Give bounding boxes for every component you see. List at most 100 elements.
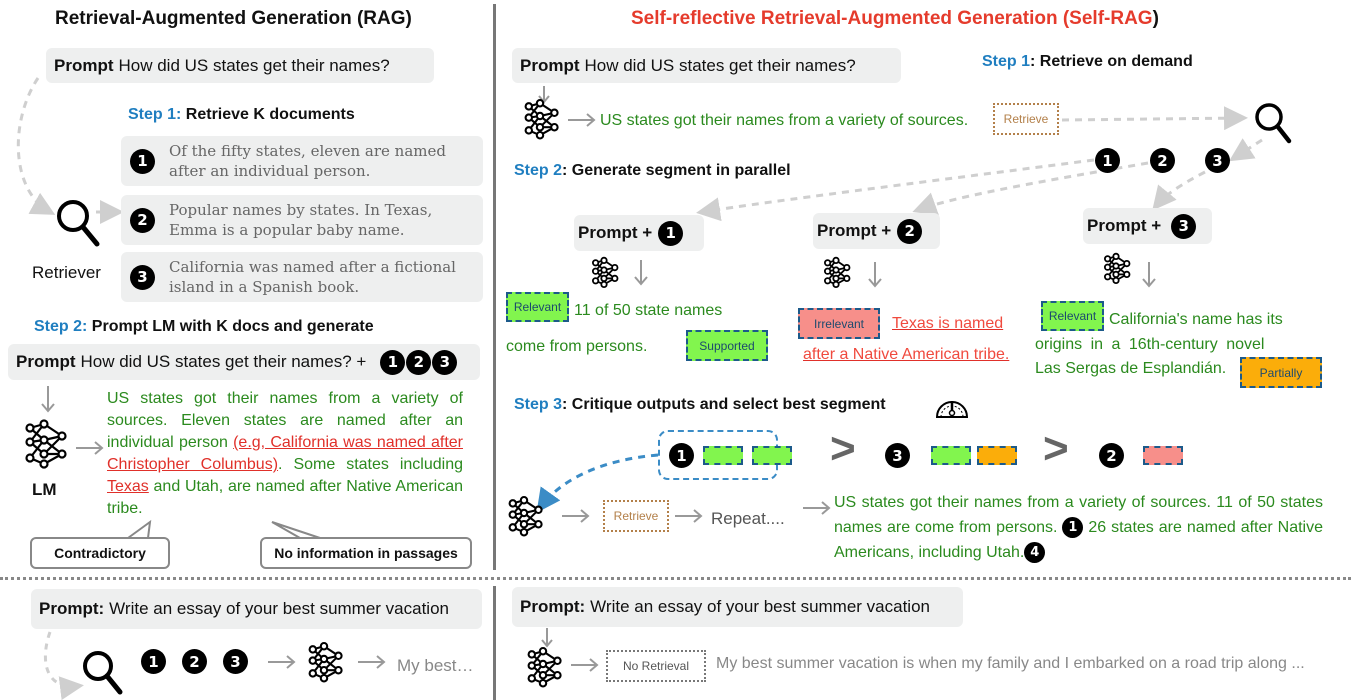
citation-num: 4	[1024, 542, 1046, 564]
doc3-to-branch3-connector	[1152, 170, 1206, 211]
retrieve-to-search-connector	[1061, 106, 1248, 131]
down-arrow-icon	[868, 262, 882, 288]
branch-2-prompt: Prompt + 2	[813, 213, 940, 249]
down-arrow-icon	[1142, 262, 1156, 288]
down-arrow-icon	[41, 386, 55, 413]
document-2: 2 Popular names by states. In Texas, Emm…	[121, 195, 483, 245]
right-arrow-icon	[76, 441, 104, 455]
branch-2-text-b: after a Native American tribe.	[803, 346, 1010, 363]
selfrag-prompt-box: Prompt How did US states get their names…	[512, 48, 901, 83]
step-prefix: Step 1	[982, 53, 1031, 70]
prompt-label: Prompt	[520, 55, 580, 75]
rag-prompt2-box: Prompt How did US states get their names…	[8, 344, 480, 380]
step-text: : Retrieve on demand	[1030, 53, 1193, 70]
rag-title: Retrieval-Augmented Generation (RAG)	[55, 8, 412, 29]
title-main: Self-reflective Retrieval-Augmented Gene…	[631, 8, 1070, 29]
neural-network-icon	[1104, 252, 1131, 284]
branch-3-text-c: Las Sergas de Esplandián.	[1035, 360, 1227, 377]
prompt-label: Prompt +	[1087, 216, 1162, 235]
prompt-label: Prompt:	[39, 599, 105, 618]
greater-than-icon: >	[1043, 424, 1069, 473]
gauge-icon	[935, 401, 969, 418]
neural-network-icon	[308, 641, 343, 683]
retriever-label: Retriever	[32, 263, 101, 282]
down-arrow-icon	[634, 260, 648, 286]
right-arrow-icon	[268, 655, 296, 669]
first-segment-output: US states got their names from a variety…	[600, 112, 969, 129]
selfrag-step3: Step 3: Critique outputs and select best…	[514, 396, 886, 414]
neural-network-icon	[524, 98, 559, 140]
magnifier-icon	[83, 651, 123, 695]
no-info-callout: No information in passages	[260, 537, 472, 569]
retrieved-docs: 1 2 3	[141, 649, 248, 674]
rag-prompt-box: Prompt How did US states get their names…	[46, 48, 434, 83]
document-1: 1 Of the fifty states, eleven are named …	[121, 136, 483, 186]
rag-step1: Step 1: Retrieve K documents	[128, 106, 355, 124]
rank-second-relevant-tag	[931, 446, 971, 465]
no-retrieval-tag: No Retrieval	[606, 650, 706, 682]
vertical-divider-bottom	[493, 586, 496, 700]
neural-network-icon	[824, 256, 851, 288]
doc-number: 3	[1171, 213, 1197, 239]
prompt-label: Prompt:	[520, 597, 586, 616]
branch-2-text-a: Texas is named	[892, 315, 1004, 332]
title-abbr: Self-RAG	[1069, 8, 1153, 29]
right-arrow-icon	[358, 655, 386, 669]
step-text: Prompt LM with K docs and generate	[91, 318, 374, 335]
right-arrow-icon	[562, 509, 590, 523]
doc-number: 1	[130, 148, 155, 174]
prompt-text: Write an essay of your best summer vacat…	[590, 597, 930, 616]
prompt-label: Prompt	[16, 352, 76, 371]
output-segment: and Utah, are named after Native America…	[107, 478, 463, 517]
doc-number: 2	[182, 649, 207, 674]
rag-bottom-output: My best…	[397, 656, 474, 675]
branch-3-prompt: Prompt + 3	[1083, 208, 1212, 244]
neural-network-icon	[25, 419, 67, 469]
final-output-text: US states got their names from a variety…	[834, 490, 1323, 565]
selfrag-step1: Step 1: Retrieve on demand	[982, 53, 1193, 71]
selfrag-bottom-prompt-box: Prompt: Write an essay of your best summ…	[512, 587, 963, 627]
rag-step2: Step 2: Prompt LM with K docs and genera…	[34, 318, 374, 336]
supported-tag: Supported	[686, 330, 768, 361]
prompt-text: Write an essay of your best summer vacat…	[109, 599, 449, 618]
selfrag-step2: Step 2: Generate segment in parallel	[514, 162, 791, 180]
output-segment: US states got their names from a variety…	[107, 390, 463, 451]
retrieve-tag: Retrieve	[603, 500, 669, 532]
rank-first-supported-tag	[752, 446, 792, 465]
right-arrow-icon	[803, 501, 831, 515]
prompt-label: Prompt +	[578, 223, 653, 242]
doc-text: California was named after a fictional i…	[169, 258, 456, 296]
rank-second-partial-tag	[977, 446, 1017, 465]
magnifier-icon	[57, 200, 100, 247]
doc-text: Popular names by states. In Texas, Emma …	[169, 201, 433, 239]
rank-first-relevant-tag	[703, 446, 743, 465]
citation-num: 1	[1062, 517, 1084, 539]
retrieve-tag: Retrieve	[993, 103, 1059, 135]
doc-number: 1	[141, 649, 166, 674]
right-arrow-icon	[571, 658, 599, 672]
rank-second-num: 3	[885, 443, 910, 468]
retrieved-doc-1: 1	[1095, 148, 1120, 173]
rag-bottom-connector	[43, 631, 84, 700]
contradictory-callout: Contradictory	[30, 537, 170, 569]
doc-number: 3	[432, 349, 458, 375]
rag-bottom-prompt-box: Prompt: Write an essay of your best summ…	[31, 589, 482, 629]
step-text: Retrieve K documents	[185, 106, 355, 123]
magnifier-icon	[1255, 103, 1292, 144]
branch-3-text-b: origins in a 16th-century novel	[1035, 336, 1265, 353]
output-segment: . Some states including	[278, 456, 463, 473]
unsupported-segment: Texas	[107, 478, 149, 495]
doc-number: 2	[130, 207, 155, 233]
step-prefix: Step 2:	[34, 318, 88, 335]
doc-number: 3	[223, 649, 248, 674]
right-arrow-icon	[568, 113, 596, 127]
output-segment: 26 states are named after Native America…	[834, 519, 1324, 561]
contradictory-segment: (e.g, California was named after Christo…	[107, 434, 463, 473]
doc-number: 2	[406, 349, 432, 375]
prompt-text: How did US states get their names? +	[80, 352, 367, 371]
search-to-docs-connector	[1228, 138, 1263, 162]
step-prefix: Step 1:	[128, 106, 182, 123]
neural-network-icon	[508, 495, 543, 537]
output-segment: US states got their names from a variety…	[834, 494, 1323, 536]
